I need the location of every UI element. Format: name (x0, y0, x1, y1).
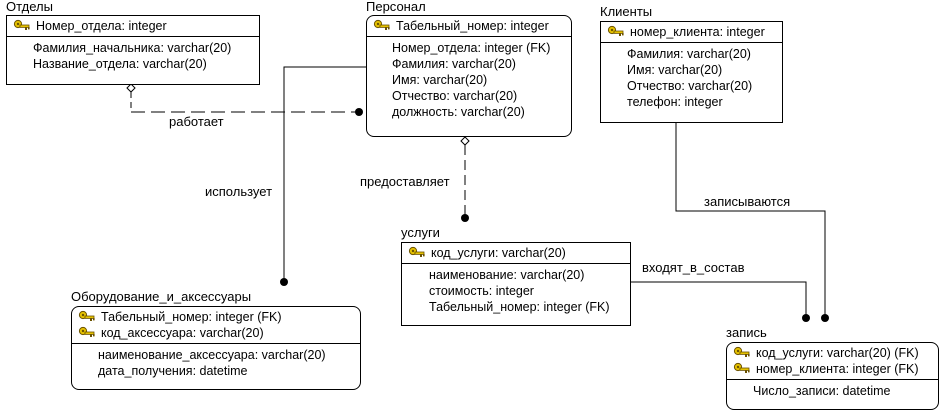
entity-title-personal: Персонал (366, 0, 426, 14)
attribute: должность: varchar(20) (392, 105, 525, 119)
entity-keys: код_услуги: varchar(20) (FK) номер_клиен… (727, 343, 938, 380)
rel-label-zapisyvayutsya: записываются (704, 194, 791, 209)
key-row: код_услуги: varchar(20) (FK) (733, 345, 934, 361)
attribute: Название_отдела: varchar(20) (33, 57, 207, 71)
key-attribute: Номер_отдела: integer (36, 19, 167, 33)
key-row: Табельный_номер: integer (FK) (78, 309, 356, 325)
attribute: телефон: integer (627, 95, 723, 109)
attribute: Номер_отдела: integer (FK) (392, 41, 551, 55)
key-icon (607, 25, 625, 37)
entity-attributes: Фамилия_начальника: varchar(20) Название… (7, 37, 259, 75)
attribute: наименование: varchar(20) (429, 268, 585, 282)
key-icon (78, 310, 96, 322)
key-attribute: номер_клиента: integer (630, 25, 765, 39)
attribute: Фамилия_начальника: varchar(20) (33, 41, 232, 55)
rel-line-rabotaet (126, 83, 363, 116)
attribute: Табельный_номер: integer (FK) (429, 300, 610, 314)
key-row: номер_клиента: integer (FK) (733, 361, 934, 377)
key-attribute: код_услуги: varchar(20) (FK) (756, 346, 919, 360)
attribute: стоимость: integer (429, 284, 534, 298)
entity-title-oborudovanie: Оборудование_и_аксессуары (71, 289, 252, 304)
rel-label-ispolzuet: использует (205, 184, 273, 199)
entity-uslugi[interactable]: код_услуги: varchar(20) наименование: va… (401, 242, 631, 326)
key-icon (13, 19, 31, 31)
rel-label-predostavlyaet: предоставляет (360, 174, 450, 189)
entity-attributes: Номер_отдела: integer (FK) Фамилия: varc… (367, 37, 571, 123)
entity-personal[interactable]: Табельный_номер: integer Номер_отдела: i… (366, 15, 572, 137)
attribute: Имя: varchar(20) (392, 73, 488, 87)
entity-keys: Номер_отдела: integer (7, 16, 259, 37)
entity-klienty[interactable]: номер_клиента: integer Фамилия: varchar(… (600, 21, 783, 123)
entity-title-otdely: Отделы (6, 0, 53, 14)
key-attribute: Табельный_номер: integer (FK) (101, 310, 282, 324)
attribute: Число_записи: datetime (753, 384, 891, 398)
rel-line-zapisyvayutsya (675, 123, 829, 322)
entity-otdely[interactable]: Номер_отдела: integer Фамилия_начальника… (6, 15, 260, 85)
key-row: код_услуги: varchar(20) (408, 245, 626, 261)
key-attribute: код_аксессуара: varchar(20) (101, 326, 264, 340)
attribute: наименование_аксессуара: varchar(20) (98, 348, 326, 362)
rel-line-ispolzuet (280, 66, 368, 286)
entity-title-klienty: Клиенты (600, 4, 653, 19)
entity-keys: номер_клиента: integer (601, 22, 782, 43)
attribute: Фамилия: varchar(20) (392, 57, 516, 71)
entity-oborudovanie[interactable]: Табельный_номер: integer (FK) код_аксесс… (71, 306, 361, 390)
attribute: Отчество: varchar(20) (627, 79, 753, 93)
entity-attributes: Фамилия: varchar(20) Имя: varchar(20) От… (601, 43, 782, 113)
key-attribute: Табельный_номер: integer (396, 19, 549, 33)
key-icon (408, 246, 426, 258)
key-row: Номер_отдела: integer (13, 18, 255, 34)
entity-attributes: наименование: varchar(20) стоимость: int… (402, 264, 630, 318)
key-row: код_аксессуара: varchar(20) (78, 325, 356, 341)
attribute: Имя: varchar(20) (627, 63, 723, 77)
key-attribute: номер_клиента: integer (FK) (756, 362, 919, 376)
entity-attributes: наименование_аксессуара: varchar(20) дат… (72, 344, 360, 382)
rel-label-rabotaet: работает (169, 114, 224, 129)
key-attribute: код_услуги: varchar(20) (431, 246, 566, 260)
rel-line-predostavlyaet (460, 136, 470, 222)
entity-title-uslugi: услуги (401, 225, 440, 240)
attribute: Отчество: varchar(20) (392, 89, 518, 103)
entity-keys: Табельный_номер: integer (FK) код_аксесс… (72, 307, 360, 344)
attribute: дата_получения: datetime (98, 364, 248, 378)
rel-label-vhodyat: входят_в_состав (642, 260, 745, 275)
entity-keys: код_услуги: varchar(20) (402, 243, 630, 264)
attribute: Фамилия: varchar(20) (627, 47, 751, 61)
key-icon (373, 19, 391, 31)
rel-line-vhodyat (631, 281, 810, 322)
key-icon (733, 362, 751, 374)
entity-keys: Табельный_номер: integer (367, 16, 571, 37)
entity-zapis[interactable]: код_услуги: varchar(20) (FK) номер_клиен… (726, 342, 939, 410)
key-icon (78, 326, 96, 338)
key-row: номер_клиента: integer (607, 24, 778, 40)
entity-attributes: Число_записи: datetime (727, 380, 938, 402)
entity-title-zapis: запись (726, 325, 767, 340)
key-row: Табельный_номер: integer (373, 18, 567, 34)
key-icon (733, 346, 751, 358)
